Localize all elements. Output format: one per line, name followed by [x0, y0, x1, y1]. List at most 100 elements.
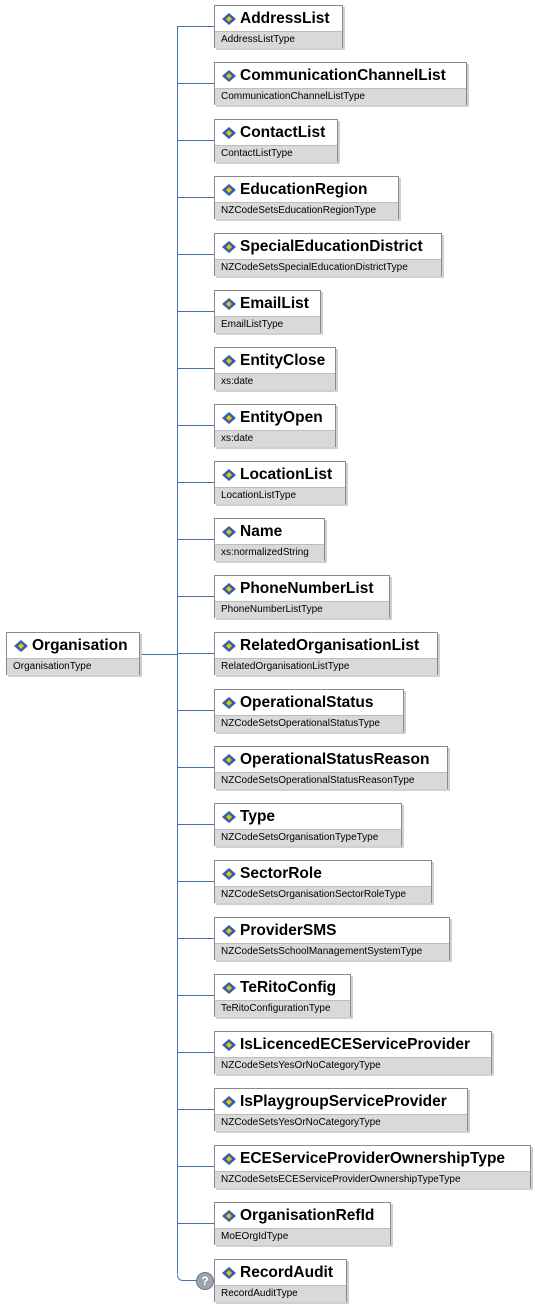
element-name: Name — [240, 522, 283, 540]
element-type: xs:date — [215, 373, 335, 390]
element-type: MoEOrgIdType — [215, 1228, 390, 1245]
element-name: SectorRole — [240, 864, 322, 882]
element-name: TeRitoConfig — [240, 978, 337, 996]
element-icon — [222, 1095, 236, 1108]
element-name: OperationalStatus — [240, 693, 374, 711]
element-icon — [222, 240, 236, 253]
element-type: NZCodeSetsOrganisationSectorRoleType — [215, 886, 431, 903]
element-name: RelatedOrganisationList — [240, 636, 420, 654]
element-type: LocationListType — [215, 487, 345, 504]
element-type: ContactListType — [215, 145, 337, 162]
element-name: PhoneNumberList — [240, 579, 374, 597]
element-type: AddressListType — [215, 31, 342, 48]
element-name: EntityOpen — [240, 408, 323, 426]
root-element-type: OrganisationType — [7, 658, 139, 675]
element-name: LocationList — [240, 465, 333, 483]
element-provider-sms[interactable]: ProviderSMS NZCodeSetsSchoolManagementSys… — [214, 917, 450, 960]
element-name: AddressList — [240, 9, 330, 27]
element-type: NZCodeSetsEducationRegionType — [215, 202, 398, 219]
element-icon — [222, 411, 236, 424]
element-entity-open[interactable]: EntityOpen xs:date — [214, 404, 336, 447]
element-icon — [222, 1152, 236, 1165]
root-element-organisation[interactable]: Organisation OrganisationType — [6, 632, 140, 675]
element-icon — [222, 1209, 236, 1222]
element-name: EducationRegion — [240, 180, 368, 198]
element-icon — [222, 297, 236, 310]
element-name: OrganisationRefId — [240, 1206, 375, 1224]
element-type: NZCodeSetsOperationalStatusReasonType — [215, 772, 447, 789]
element-type: RecordAuditType — [215, 1285, 346, 1302]
element-type: PhoneNumberListType — [215, 601, 389, 618]
element-name[interactable]: Name xs:normalizedString — [214, 518, 325, 561]
element-type: xs:normalizedString — [215, 544, 324, 561]
element-name: OperationalStatusReason — [240, 750, 430, 768]
element-type: NZCodeSetsSpecialEducationDistrictType — [215, 259, 441, 276]
element-type: xs:date — [215, 430, 335, 447]
connector-22 — [177, 1274, 196, 1281]
element-name: EntityClose — [240, 351, 326, 369]
element-icon — [222, 810, 236, 823]
root-element-name: Organisation — [32, 636, 128, 654]
element-icon — [14, 639, 28, 652]
element-icon — [222, 525, 236, 538]
element-type: TeRitoConfigurationType — [215, 1000, 350, 1017]
element-icon — [222, 867, 236, 880]
element-icon — [222, 126, 236, 139]
element-name: RecordAudit — [240, 1263, 333, 1281]
element-entity-close[interactable]: EntityClose xs:date — [214, 347, 336, 390]
element-type: NZCodeSetsYesOrNoCategoryType — [215, 1057, 491, 1074]
element-name: ProviderSMS — [240, 921, 337, 939]
element-icon — [222, 639, 236, 652]
element-icon — [222, 183, 236, 196]
optional-marker-icon: ? — [196, 1271, 214, 1290]
element-icon — [222, 1266, 236, 1279]
element-icon — [222, 12, 236, 25]
element-icon — [222, 468, 236, 481]
element-type: EmailListType — [215, 316, 320, 333]
element-type: NZCodeSetsYesOrNoCategoryType — [215, 1114, 467, 1131]
element-type: NZCodeSetsSchoolManagementSystemType — [215, 943, 449, 960]
element-type: NZCodeSetsOrganisationTypeType — [215, 829, 401, 846]
element-icon — [222, 582, 236, 595]
element-icon — [222, 354, 236, 367]
element-name: EmailList — [240, 294, 309, 312]
element-name: ECEServiceProviderOwnershipType — [240, 1149, 506, 1167]
element-type: CommunicationChannelListType — [215, 88, 466, 105]
element-name: CommunicationChannelList — [240, 66, 446, 84]
element-icon — [222, 696, 236, 709]
element-icon — [222, 753, 236, 766]
element-name: SpecialEducationDistrict — [240, 237, 423, 255]
element-icon — [222, 924, 236, 937]
element-icon — [222, 1038, 236, 1051]
element-name: ContactList — [240, 123, 326, 141]
element-type: NZCodeSetsECEServiceProviderOwnershipTyp… — [215, 1171, 530, 1188]
element-name: IsPlaygroupServiceProvider — [240, 1092, 447, 1110]
element-icon — [222, 69, 236, 82]
element-name: Type — [240, 807, 276, 825]
element-type: NZCodeSetsOperationalStatusType — [215, 715, 403, 732]
element-name: IsLicencedECEServiceProvider — [240, 1035, 471, 1053]
element-icon — [222, 981, 236, 994]
element-type: RelatedOrganisationListType — [215, 658, 437, 675]
